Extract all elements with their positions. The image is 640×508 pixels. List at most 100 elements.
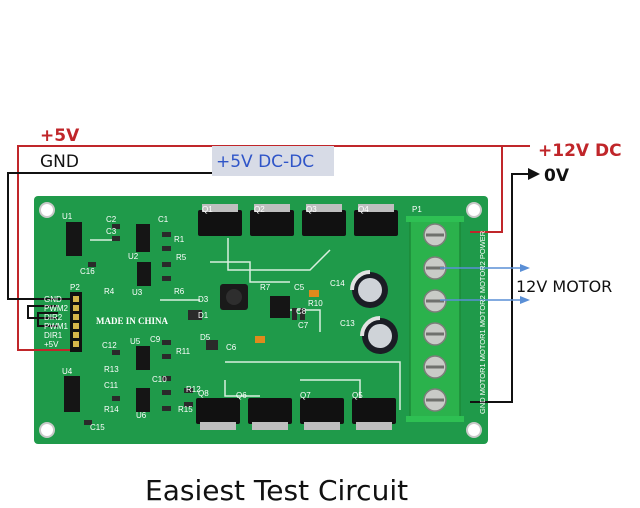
label-r14: R14 (104, 405, 119, 414)
header-pin-label: GND (44, 295, 62, 304)
pcb-board (34, 196, 488, 444)
terminal-screw-slot (426, 365, 444, 369)
mosfet-q7 (300, 398, 344, 430)
terminal-screw-slot (426, 266, 444, 270)
chip-u3 (137, 262, 151, 286)
header-pin-label: PWM2 (44, 304, 69, 313)
chip-u2 (136, 224, 150, 252)
label-q5: Q5 (352, 391, 363, 400)
label-u6: U6 (136, 411, 147, 420)
label-c14: C14 (330, 279, 345, 288)
label-r12: R12 (186, 385, 201, 394)
label-r10: R10 (308, 299, 323, 308)
label-q1: Q1 (202, 205, 213, 214)
label-q3: Q3 (306, 205, 317, 214)
mounting-hole-bl (39, 422, 55, 438)
label-c5: C5 (294, 283, 305, 292)
label-plus5v: +5V (40, 126, 80, 146)
terminal-screw-slot (426, 233, 444, 237)
label-r4: R4 (104, 287, 115, 296)
mosfet-q1 (198, 204, 242, 236)
mounting-hole-tr (466, 202, 482, 218)
mosfet-q2 (250, 204, 294, 236)
mosfet-q4 (354, 204, 398, 236)
label-plus12v: +12V DC (538, 141, 622, 161)
chip-u4 (64, 376, 80, 412)
mosfet-q8 (196, 398, 240, 430)
mosfet-q6 (248, 398, 292, 430)
chip-u5 (136, 346, 150, 370)
label-c13: C13 (340, 319, 355, 328)
smd-cap-c5 (309, 290, 319, 297)
header-pin-label: +5V (44, 340, 59, 349)
label-q2: Q2 (254, 205, 265, 214)
arrow-0v (528, 168, 540, 180)
label-u5: U5 (130, 337, 141, 346)
label-q7: Q7 (300, 391, 311, 400)
label-p2: P2 (70, 283, 80, 292)
header-pin-label: DIR2 (44, 313, 63, 322)
terminal-screws (423, 223, 447, 412)
terminal-screw-slot (426, 299, 444, 303)
chip-u1 (66, 222, 82, 256)
label-c10: C10 (152, 375, 167, 384)
label-u4: U4 (62, 367, 73, 376)
label-c11: C11 (104, 381, 119, 390)
label-q4: Q4 (358, 205, 369, 214)
motor-arrowhead-lower (520, 296, 530, 304)
capacitor-c14 (350, 270, 388, 308)
label-q8: Q8 (198, 389, 209, 398)
capacitor-c13 (360, 316, 398, 354)
label-0v: 0V (544, 166, 570, 186)
label-c3: C3 (106, 227, 117, 236)
label-r7: R7 (260, 283, 271, 292)
label-u3: U3 (132, 288, 143, 297)
chip-u6 (136, 388, 150, 412)
label-r5: R5 (176, 253, 187, 262)
chip-driver (270, 296, 290, 318)
smd-cap-c6 (255, 336, 265, 343)
label-c7: C7 (298, 321, 309, 330)
wire-gnd (7, 172, 212, 300)
label-c8: C8 (296, 307, 307, 316)
part-labels: U1 U2 U3 U4 U5 U6 Q1 Q2 Q3 Q4 Q8 Q6 Q7 Q… (62, 205, 369, 432)
mounting-hole-tl (39, 202, 55, 218)
label-dcdc: +5V DC-DC (216, 152, 314, 172)
label-c16: C16 (80, 267, 95, 276)
header-p2 (70, 292, 82, 352)
label-r6: R6 (174, 287, 185, 296)
terminal-block-p1 (406, 216, 464, 422)
label-c12: C12 (102, 341, 117, 350)
label-c2: C2 (106, 215, 117, 224)
label-c9: C9 (150, 335, 161, 344)
wire-dir (37, 312, 58, 327)
label-p1: P1 (412, 205, 422, 214)
terminal-screw-slot (426, 332, 444, 336)
header-pin-label: DIR1 (44, 331, 63, 340)
terminal-legend: GND MOTOR1 MOTOR1 MOTOR2 MOTOR2 POWER (478, 230, 487, 414)
label-c15: C15 (90, 423, 105, 432)
label-r11: R11 (176, 347, 191, 356)
mosfet-q3 (302, 204, 346, 236)
label-c6: C6 (226, 343, 237, 352)
label-u1: U1 (62, 212, 73, 221)
label-motor: 12V MOTOR (516, 277, 612, 296)
caption: Easiest Test Circuit (145, 474, 408, 507)
label-d3: D3 (198, 295, 209, 304)
wire-pwm2 (27, 305, 58, 319)
label-made-in: MADE IN CHINA (96, 316, 169, 326)
dcdc-box (212, 146, 334, 176)
label-d1: D1 (198, 311, 209, 320)
label-d5: D5 (200, 333, 211, 342)
motor-arrowhead-upper (520, 264, 530, 272)
mosfet-q5 (352, 398, 396, 430)
silkscreen-traces (90, 238, 401, 410)
label-q6: Q6 (236, 391, 247, 400)
header-pin-label: PWM1 (44, 322, 69, 331)
label-r1: R1 (174, 235, 185, 244)
mounting-hole-br (466, 422, 482, 438)
label-c1: C1 (158, 215, 169, 224)
